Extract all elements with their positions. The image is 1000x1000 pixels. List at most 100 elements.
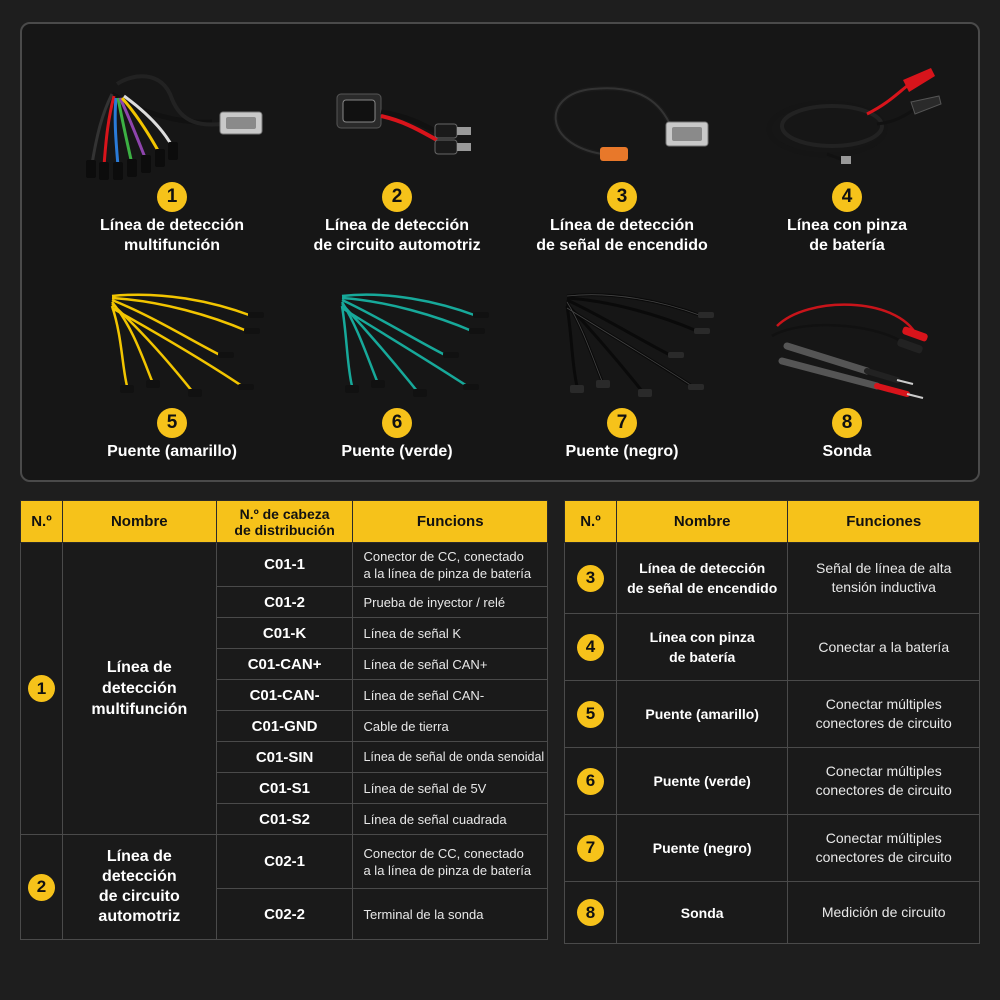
product-name: Línea de detección de señal de encendido [536, 217, 708, 254]
row-number-cell: 8 [564, 881, 617, 944]
row-number-badge: 4 [576, 633, 604, 661]
group-number-badge: 2 [27, 873, 55, 901]
ignition-signal-cable-icon [553, 85, 709, 161]
product-6: 6 Puente (verde) [277, 286, 517, 462]
head-function: Línea de señal de onda senoidal [352, 741, 548, 773]
head-code: C01-GND [215, 710, 354, 742]
row-name: Puente (amarillo) [615, 680, 789, 748]
row-name: Puente (verde) [615, 747, 789, 815]
header-no: N.º [20, 500, 63, 543]
product-name: Puente (negro) [565, 443, 679, 460]
row-name: Línea con pinza de batería [615, 613, 789, 681]
head-function: Línea de señal K [352, 617, 548, 649]
product-7: 7 Puente (negro) [502, 286, 742, 462]
table-row: 1 Línea de detección multifunción C01-1 … [20, 542, 548, 835]
product-number-badge: 7 [607, 408, 637, 438]
row-number-badge: 3 [576, 564, 604, 592]
probe-icon [771, 303, 928, 399]
accessory-functions-table: N.º Nombre Funciones 3 Línea de detecció… [564, 500, 980, 944]
table-row: C02-2 Terminal de la sonda [21, 888, 548, 940]
product-name: Línea de detección multifunción [99, 217, 245, 254]
product-number-badge: 3 [607, 182, 637, 212]
head-code: C02-1 [215, 834, 354, 889]
product-number-badge: 8 [832, 408, 862, 438]
head-code: C01-SIN [215, 741, 354, 773]
row-function: Conectar múltiples conectores de circuit… [787, 747, 980, 815]
head-function: Prueba de inyector / relé [352, 586, 548, 618]
group-number-badge: 1 [27, 675, 55, 702]
group-name-cell: Línea de detección de circuito automotri… [61, 834, 217, 940]
table-row: C01-S1 Línea de señal de 5V [21, 772, 548, 804]
head-function: Línea de señal de 5V [352, 772, 548, 804]
table-row: C01-CAN- Línea de señal CAN- [21, 679, 548, 711]
head-function: Cable de tierra [352, 710, 548, 742]
product-name: Línea de detección de circuito automotri… [313, 217, 481, 254]
product-4: 4 Línea con pinza de batería [727, 54, 967, 256]
product-1: 1 Línea de detección multifunción [52, 54, 292, 256]
row-number-badge: 5 [576, 700, 604, 728]
yellow-jumper-icon [110, 293, 264, 397]
header-distribution-head: N.º de cabeza de distribución [215, 500, 354, 543]
header-no: N.º [564, 500, 617, 543]
product-8: 8 Sonda [727, 286, 967, 462]
distribution-head-table: N.º Nombre N.º de cabeza de distribución… [20, 500, 548, 940]
row-name: Línea de detección de señal de encendido [615, 542, 789, 614]
head-code: C01-S2 [215, 803, 354, 835]
table-row: 3 Línea de detección de señal de encendi… [564, 542, 980, 614]
row-name: Sonda [615, 881, 789, 944]
head-code: C02-2 [215, 888, 354, 940]
row-function: Señal de línea de alta tensión inductiva [787, 542, 980, 614]
product-number-badge: 5 [157, 408, 187, 438]
row-number-cell: 5 [564, 680, 617, 748]
group-number-cell: 2 [20, 834, 63, 940]
row-function: Conectar múltiples conectores de circuit… [787, 680, 980, 748]
table-row: 2 Línea de detección de circuito automot… [20, 834, 548, 940]
head-code: C01-2 [215, 586, 354, 618]
battery-clamp-cable-icon [766, 68, 942, 164]
product-name: Puente (verde) [341, 443, 453, 460]
product-name: Línea con pinza de batería [786, 217, 907, 254]
row-name: Puente (negro) [615, 814, 789, 882]
product-3: 3 Línea de detección de señal de encendi… [502, 54, 742, 256]
row-number-cell: 3 [564, 542, 617, 614]
row-number-badge: 6 [576, 767, 604, 795]
black-jumper-icon [565, 293, 714, 397]
product-2: 2 Línea de detección de circuito automot… [277, 54, 517, 256]
table-row: 8 Sonda Medición de circuito [564, 881, 980, 944]
green-jumper-icon [340, 293, 489, 397]
product-number-badge: 6 [382, 408, 412, 438]
head-function: Conector de CC, conectado a la línea de … [352, 542, 548, 587]
automotive-circuit-cable-icon [336, 93, 471, 155]
row-number-badge: 7 [576, 834, 604, 862]
product-5: 5 Puente (amarillo) [52, 286, 292, 462]
table-row: 5 Puente (amarillo) Conectar múltiples c… [564, 680, 980, 748]
row-function: Conectar múltiples conectores de circuit… [787, 814, 980, 882]
head-function: Línea de señal CAN- [352, 679, 548, 711]
head-function: Terminal de la sonda [352, 888, 548, 940]
product-number-badge: 1 [157, 182, 187, 212]
table-row: 6 Puente (verde) Conectar múltiples cone… [564, 747, 980, 815]
multifunction-cable-icon [86, 74, 263, 180]
product-number-badge: 4 [832, 182, 862, 212]
product-name: Puente (amarillo) [107, 443, 237, 460]
header-functions: Funciones [787, 500, 980, 543]
header-functions: Funcions [352, 500, 548, 543]
group-name-cell: Línea de detección multifunción [61, 542, 217, 835]
head-function: Conector de CC, conectado a la línea de … [352, 834, 548, 889]
row-function: Conectar a la batería [787, 613, 980, 681]
head-code: C01-K [215, 617, 354, 649]
header-name: Nombre [615, 500, 789, 543]
row-number-cell: 4 [564, 613, 617, 681]
head-code: C01-1 [215, 542, 354, 587]
row-number-badge: 8 [576, 899, 604, 926]
product-number-badge: 2 [382, 182, 412, 212]
head-code: C01-CAN- [215, 679, 354, 711]
header-name: Nombre [61, 500, 217, 543]
table-row: C01-CAN+ Línea de señal CAN+ [21, 648, 548, 680]
table-row: 7 Puente (negro) Conectar múltiples cone… [564, 814, 980, 882]
product-name: Sonda [822, 443, 872, 460]
products-panel: 1 Línea de detección multifunción 2 Líne… [20, 22, 980, 482]
head-code: C01-S1 [215, 772, 354, 804]
table-row: 4 Línea con pinza de batería Conectar a … [564, 613, 980, 681]
table-row: C01-K Línea de señal K [21, 617, 548, 649]
